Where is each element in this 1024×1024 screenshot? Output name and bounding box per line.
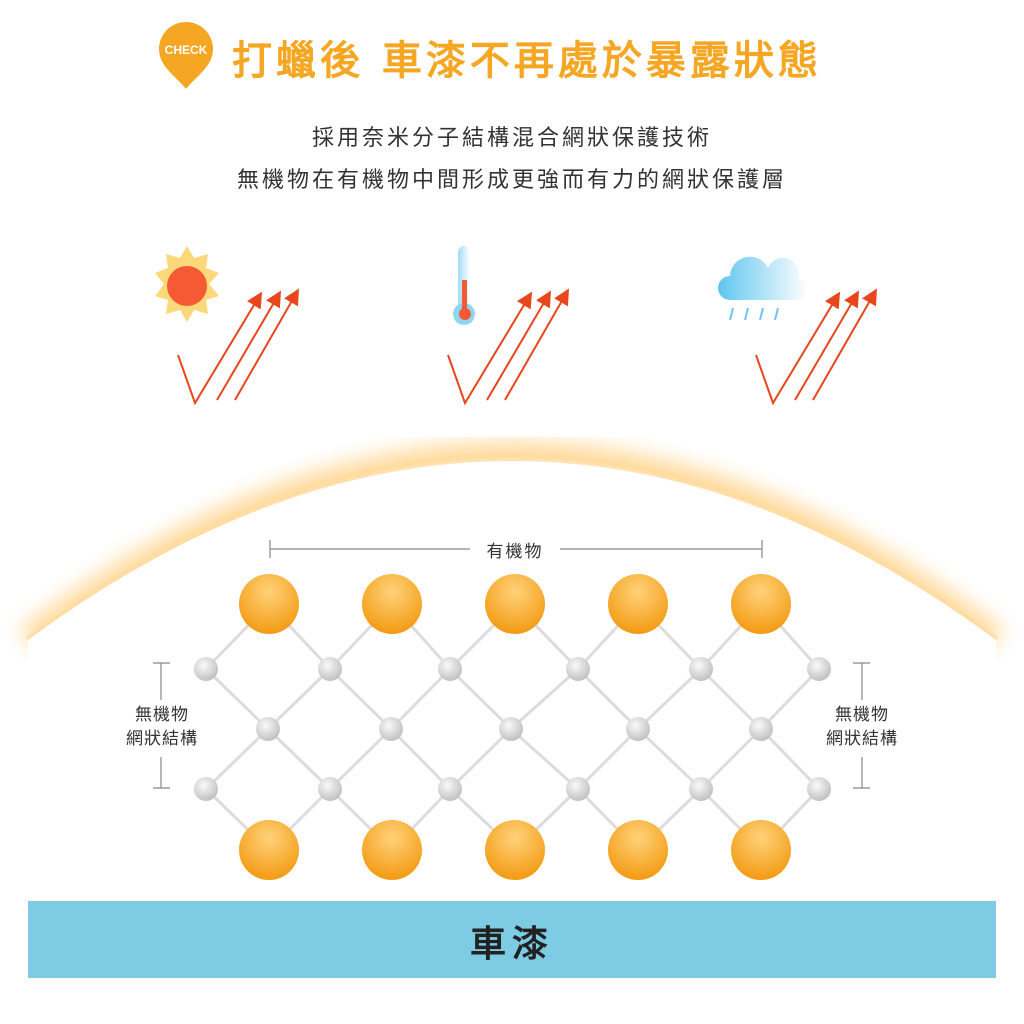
inorganic-node [318, 657, 342, 681]
inorganic-bracket-left [153, 662, 170, 789]
reflect-arrow [216, 290, 282, 401]
bond [759, 667, 821, 731]
inorganic-node [379, 717, 403, 741]
bond [328, 667, 393, 731]
inorganic-node [807, 657, 831, 681]
bond [509, 667, 580, 731]
inorganic-node [689, 657, 713, 681]
reflect-arrow [234, 288, 299, 401]
bond [699, 727, 763, 791]
reflect-arrow [504, 288, 569, 401]
organic-node [731, 574, 791, 634]
bond [266, 727, 332, 791]
organic-node [362, 574, 422, 634]
subtitle-line-2: 無機物在有機物中間形成更強而有力的網狀保護層 [236, 168, 787, 193]
organic-node [731, 820, 791, 880]
sun-icon [155, 246, 219, 322]
badge-text: CHECK [165, 43, 208, 57]
inorganic-node [318, 777, 342, 801]
inorganic-left-line2: 網狀結構 [126, 729, 198, 749]
reflect-arrow [447, 291, 533, 406]
inorganic-left-line1: 無機物 [135, 705, 189, 725]
check-badge-icon: CHECK [159, 22, 213, 89]
bond [328, 727, 393, 791]
page-title: 打蠟後 車漆不再處於暴露狀態 [232, 38, 822, 84]
organic-node [485, 820, 545, 880]
inorganic-node [807, 777, 831, 801]
bond [266, 667, 332, 731]
car-paint-label: 車漆 [469, 924, 554, 965]
organic-label: 有機物 [470, 537, 560, 562]
bond [448, 727, 513, 791]
inorganic-node [689, 777, 713, 801]
inorganic-right-line1: 無機物 [835, 705, 889, 725]
organic-node [362, 820, 422, 880]
inorganic-node [194, 657, 218, 681]
bond [636, 667, 703, 731]
inorganic-node [256, 717, 280, 741]
reflection-arrows-icon [447, 288, 569, 406]
protective-layer-arc [20, 442, 1004, 900]
reflect-arrow [812, 288, 877, 401]
bond [448, 667, 513, 731]
organic-node [608, 574, 668, 634]
reflection-arrows-icon [177, 288, 299, 406]
inorganic-right-line2: 網狀結構 [826, 729, 898, 749]
bond [389, 727, 452, 791]
bond [699, 667, 763, 731]
inorganic-node [749, 717, 773, 741]
reflect-arrow [794, 290, 860, 401]
inorganic-node [566, 657, 590, 681]
inorganic-node [566, 777, 590, 801]
bond [576, 667, 640, 731]
inorganic-node [194, 777, 218, 801]
inorganic-label-right: 無機物 網狀結構 [812, 703, 912, 751]
reflection-arrows-icon [755, 288, 877, 406]
organic-node [239, 820, 299, 880]
inorganic-node [626, 717, 650, 741]
organic-node [485, 574, 545, 634]
organic-node [608, 820, 668, 880]
bond [759, 727, 821, 791]
bond [204, 667, 270, 731]
reflect-arrow [486, 290, 552, 401]
subtitle-line-1: 採用奈米分子結構混合網狀保護技術 [311, 126, 712, 151]
inorganic-node [438, 777, 462, 801]
reflect-arrow [177, 291, 263, 406]
inorganic-bracket-right [853, 662, 870, 789]
inorganic-node [499, 717, 523, 741]
inorganic-node [438, 657, 462, 681]
inorganic-label-left: 無機物 網狀結構 [112, 703, 212, 751]
bond [204, 727, 270, 791]
bond [389, 667, 452, 731]
bond [576, 727, 640, 791]
organic-node [239, 574, 299, 634]
bond [636, 727, 703, 791]
bond [509, 727, 580, 791]
rain-cloud-icon [718, 256, 808, 321]
car-paint-base: 車漆 [28, 901, 996, 978]
thermometer-icon [453, 246, 475, 325]
reflect-arrow [755, 291, 841, 406]
